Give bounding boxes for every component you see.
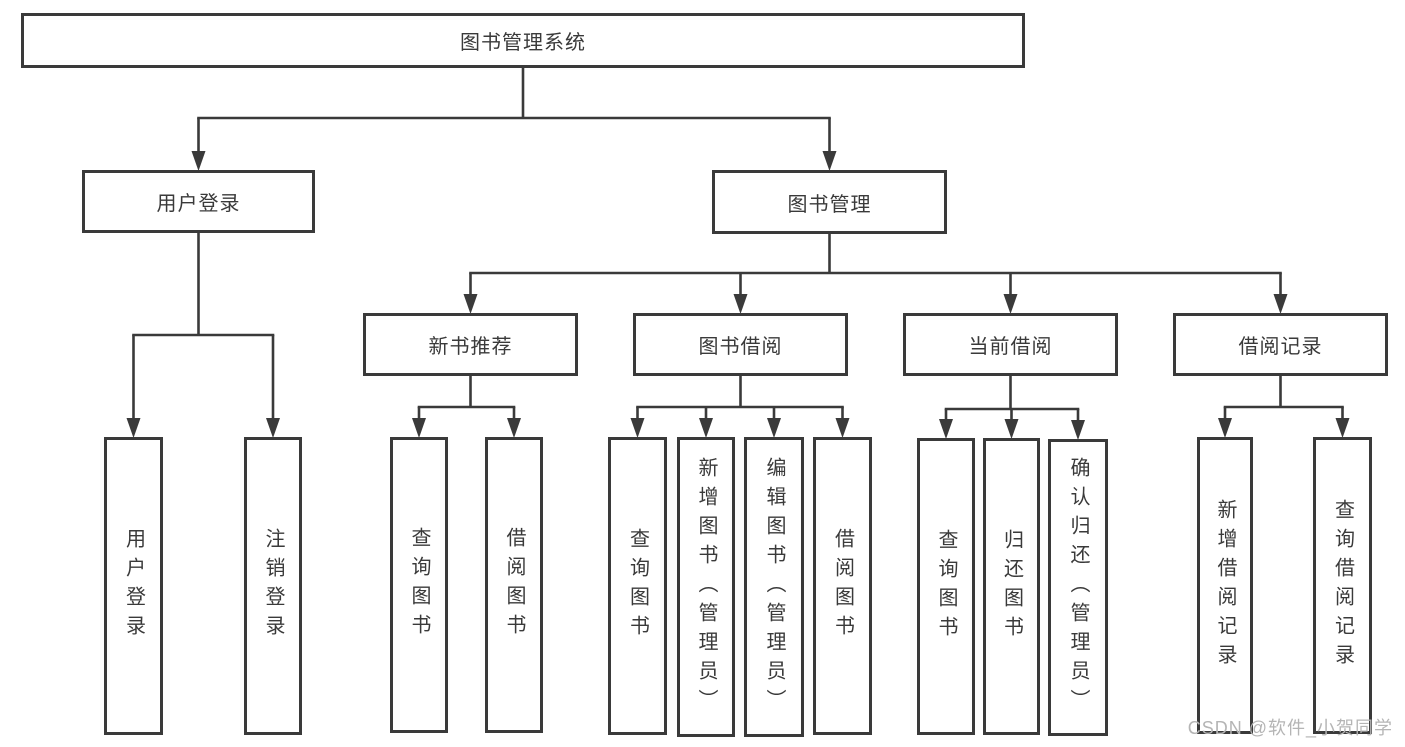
node-do-login: 用户登录 <box>104 437 163 735</box>
node-current-borrow: 当前借阅 <box>903 313 1118 376</box>
node-cb-confirm: 确认归还（管理员） <box>1048 439 1108 736</box>
node-label-root: 图书管理系统 <box>460 32 586 54</box>
arrowhead-icon <box>939 419 953 439</box>
arrowhead-icon <box>1273 294 1288 314</box>
arrowhead-icon <box>1004 419 1019 439</box>
arrowhead-icon <box>699 418 713 438</box>
node-label-current-borrow: 当前借阅 <box>968 336 1053 358</box>
node-label-logout: 注销登录 <box>262 528 284 644</box>
arrowhead-icon <box>266 418 280 438</box>
node-user-login: 用户登录 <box>82 170 315 233</box>
arrowhead-icon <box>412 418 426 438</box>
node-label-cb-confirm: 确认归还（管理员） <box>1067 457 1089 718</box>
arrowhead-icon <box>767 418 781 438</box>
node-label-bb-edit: 编辑图书（管理员） <box>763 456 785 718</box>
arrowhead-icon <box>191 151 206 171</box>
node-label-cb-return: 归还图书 <box>1000 528 1023 645</box>
node-label-book-borrow: 图书借阅 <box>698 336 783 358</box>
node-bb-add: 新增图书（管理员） <box>677 437 735 737</box>
node-br-query: 查询借阅记录 <box>1313 437 1372 734</box>
node-label-borrow-record: 借阅记录 <box>1238 336 1323 358</box>
node-label-bb-query: 查询图书 <box>626 528 649 644</box>
node-nbr-borrow: 借阅图书 <box>485 437 543 733</box>
node-label-bb-add: 新增图书（管理员） <box>695 456 717 718</box>
node-bb-query: 查询图书 <box>608 437 667 735</box>
node-new-book-rec: 新书推荐 <box>363 313 578 376</box>
node-label-nbr-borrow: 借阅图书 <box>503 527 525 643</box>
arrowhead-icon <box>630 418 645 438</box>
arrowhead-icon <box>507 418 521 438</box>
arrowhead-icon <box>126 418 141 438</box>
node-bb-edit: 编辑图书（管理员） <box>744 437 804 737</box>
node-label-br-add: 新增借阅记录 <box>1214 498 1236 673</box>
arrowhead-icon <box>1071 420 1085 440</box>
node-label-nbr-query: 查询图书 <box>408 527 430 643</box>
node-logout: 注销登录 <box>244 437 302 735</box>
node-nbr-query: 查询图书 <box>390 437 448 733</box>
arrowhead-icon <box>835 418 850 438</box>
arrowhead-icon <box>733 294 748 314</box>
node-label-new-book-rec: 新书推荐 <box>428 336 513 358</box>
arrowhead-icon <box>463 294 478 314</box>
node-label-book-mgmt: 图书管理 <box>787 193 872 216</box>
node-cb-query: 查询图书 <box>917 438 975 735</box>
node-label-cb-query: 查询图书 <box>935 528 957 645</box>
arrowhead-icon <box>822 151 837 171</box>
arrowhead-icon <box>1335 418 1350 438</box>
node-label-user-login: 用户登录 <box>156 193 241 215</box>
node-book-mgmt: 图书管理 <box>712 170 947 234</box>
node-bb-borrow: 借阅图书 <box>813 437 872 735</box>
csdn-watermark: CSDN @软件_小贺同学 <box>1187 718 1393 738</box>
node-label-br-query: 查询借阅记录 <box>1331 498 1354 673</box>
node-book-borrow: 图书借阅 <box>633 313 848 376</box>
node-borrow-record: 借阅记录 <box>1173 313 1388 376</box>
arrowhead-icon <box>1218 418 1232 438</box>
arrowhead-icon <box>1003 294 1018 314</box>
node-br-add: 新增借阅记录 <box>1197 437 1253 734</box>
node-label-do-login: 用户登录 <box>122 528 145 644</box>
node-cb-return: 归还图书 <box>983 438 1040 735</box>
node-label-bb-borrow: 借阅图书 <box>831 528 854 644</box>
node-root: 图书管理系统 <box>21 13 1025 68</box>
